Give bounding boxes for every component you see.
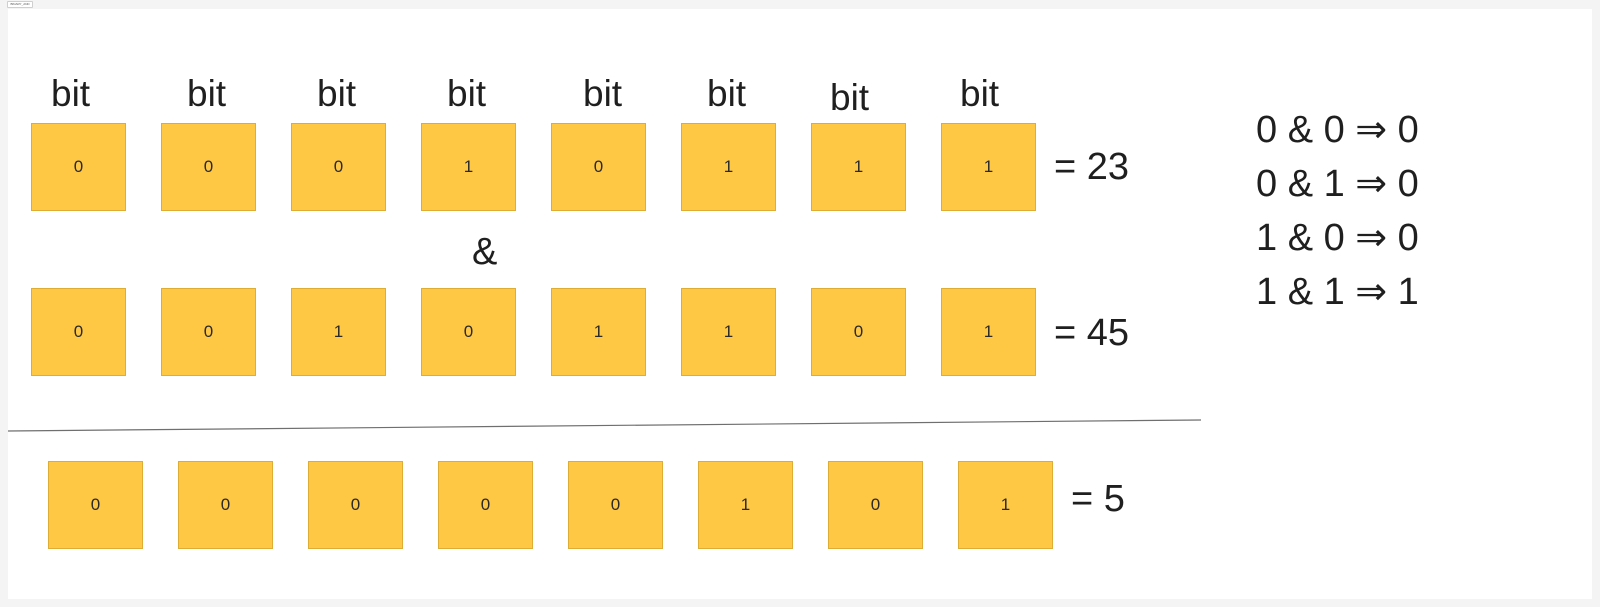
row-a-result: = 23 [1054,146,1130,188]
bit-label: bit [960,73,1000,114]
frame-label: BINARY_AND [7,1,33,8]
truth-table-row: 1 & 0 ⇒ 0 [1256,217,1419,259]
bit-box[interactable]: 0 [308,461,403,549]
bit-box[interactable]: 1 [698,461,793,549]
bit-box[interactable]: 1 [421,123,516,211]
bit-box[interactable]: 1 [958,461,1053,549]
bit-box[interactable]: 1 [551,288,646,376]
truth-table-row: 0 & 1 ⇒ 0 [1256,163,1419,205]
divider-line [8,419,1202,432]
bit-box[interactable]: 0 [551,123,646,211]
bit-box[interactable]: 0 [811,288,906,376]
bit-box[interactable]: 1 [291,288,386,376]
bit-box[interactable]: 0 [31,123,126,211]
bit-box[interactable]: 1 [681,288,776,376]
bit-label: bit [830,77,870,118]
bit-box[interactable]: 0 [31,288,126,376]
bit-box[interactable]: 1 [941,123,1036,211]
truth-table-row: 1 & 1 ⇒ 1 [1256,271,1419,313]
and-operator: & [472,231,498,273]
bit-label: bit [707,73,747,114]
bit-box[interactable]: 0 [438,461,533,549]
bit-label: bit [317,73,357,114]
bit-box[interactable]: 0 [161,123,256,211]
bit-box[interactable]: 0 [48,461,143,549]
bit-box[interactable]: 0 [568,461,663,549]
row-b-result: = 45 [1054,312,1130,354]
whiteboard-canvas: bit bit bit bit bit bit bit bit 0 0 0 1 … [8,9,1592,599]
bit-box[interactable]: 1 [941,288,1036,376]
truth-table-row: 0 & 0 ⇒ 0 [1256,109,1419,151]
bit-box[interactable]: 0 [828,461,923,549]
bit-label: bit [447,73,487,114]
bit-label: bit [187,73,227,114]
bit-box[interactable]: 0 [178,461,273,549]
bit-box[interactable]: 1 [681,123,776,211]
bit-label: bit [51,73,91,114]
bit-box[interactable]: 1 [811,123,906,211]
bit-box[interactable]: 0 [421,288,516,376]
bit-label: bit [583,73,623,114]
row-c-result: = 5 [1071,478,1125,520]
bit-box[interactable]: 0 [161,288,256,376]
bit-box[interactable]: 0 [291,123,386,211]
